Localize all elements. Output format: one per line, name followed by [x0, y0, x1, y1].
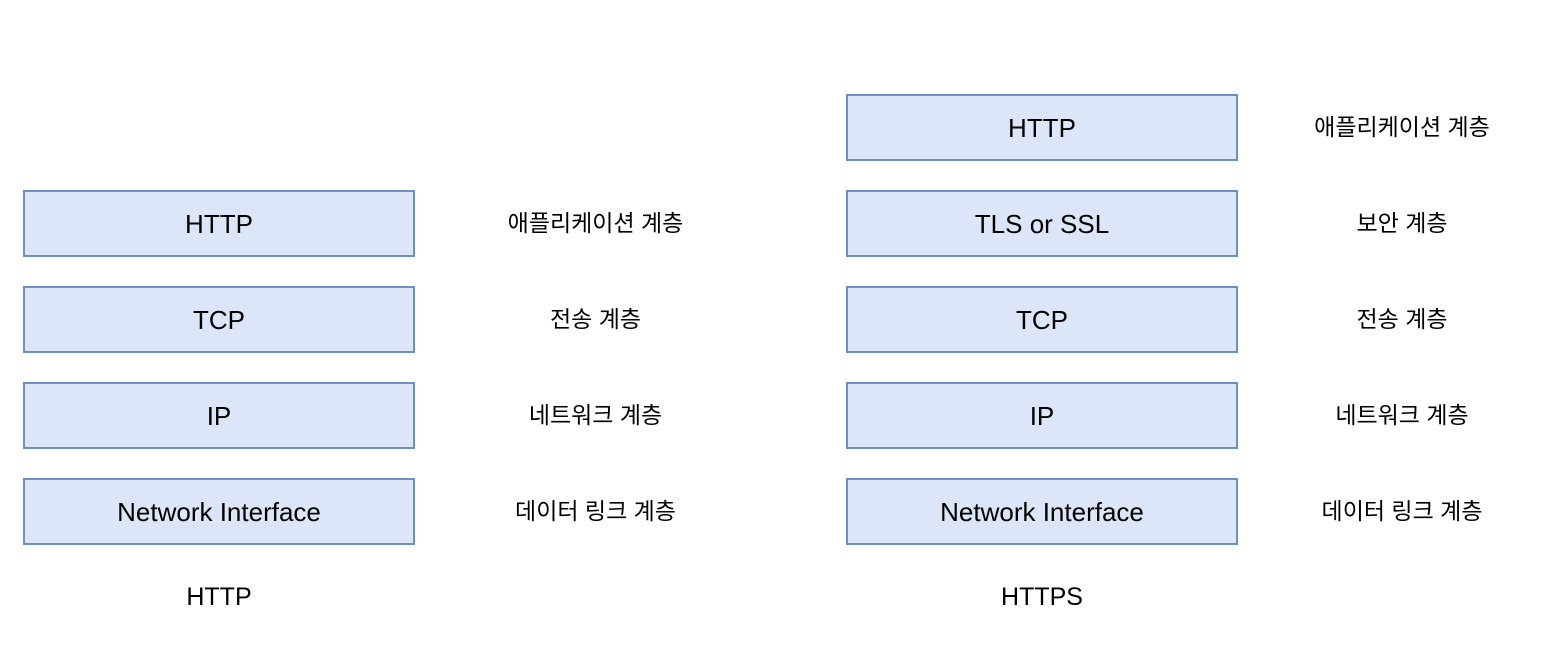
layer-box-http-transport: TCP — [23, 286, 415, 353]
layer-box-label: HTTP — [1008, 112, 1076, 143]
https-stack-caption: HTTPS — [846, 585, 1238, 610]
https-stack-boxes: HTTP TLS or SSL TCP IP Network Interface — [846, 94, 1238, 545]
layer-box-https-network: IP — [846, 382, 1238, 449]
layer-box-http-application: HTTP — [23, 190, 415, 257]
layer-name-https-application: 애플리케이션 계층 — [1246, 94, 1558, 161]
http-stack-boxes: HTTP TCP IP Network Interface — [23, 190, 415, 545]
caption-text: HTTPS — [1001, 583, 1083, 611]
layer-name-http-datalink: 데이터 링크 계층 — [423, 478, 768, 545]
layer-name-text: 데이터 링크 계층 — [515, 498, 676, 524]
layer-name-http-application: 애플리케이션 계층 — [423, 190, 768, 257]
layer-name-text: 네트워크 계층 — [1335, 402, 1469, 428]
layer-box-label: TLS or SSL — [974, 208, 1110, 239]
layer-box-https-datalink: Network Interface — [846, 478, 1238, 545]
layer-box-label: TCP — [193, 304, 245, 335]
layer-box-http-datalink: Network Interface — [23, 478, 415, 545]
layer-box-label: Network Interface — [940, 496, 1144, 527]
layer-box-label: IP — [1029, 400, 1055, 431]
layer-box-label: TCP — [1016, 304, 1068, 335]
layer-name-text: 애플리케이션 계층 — [507, 210, 684, 236]
layer-box-label: Network Interface — [117, 496, 321, 527]
layer-box-https-transport: TCP — [846, 286, 1238, 353]
layer-name-text: 보안 계층 — [1356, 210, 1448, 236]
layer-name-https-transport: 전송 계층 — [1246, 286, 1558, 353]
layer-name-http-network: 네트워크 계층 — [423, 382, 768, 449]
layer-box-https-application: HTTP — [846, 94, 1238, 161]
caption-text: HTTP — [186, 583, 252, 611]
layer-box-label: HTTP — [185, 208, 253, 239]
layer-name-https-security: 보안 계층 — [1246, 190, 1558, 257]
layer-name-https-datalink: 데이터 링크 계층 — [1246, 478, 1558, 545]
http-stack-layer-names: 애플리케이션 계층 전송 계층 네트워크 계층 데이터 링크 계층 — [423, 190, 768, 545]
layer-name-text: 네트워크 계층 — [528, 402, 663, 428]
https-stack-layer-names: 애플리케이션 계층 보안 계층 전송 계층 네트워크 계층 데이터 링크 계층 — [1246, 94, 1558, 545]
layer-name-text: 전송 계층 — [1356, 306, 1448, 332]
http-stack-caption: HTTP — [23, 585, 415, 610]
layer-box-label: IP — [206, 400, 232, 431]
layer-name-http-transport: 전송 계층 — [423, 286, 768, 353]
layer-name-text: 데이터 링크 계층 — [1321, 498, 1483, 524]
layer-name-https-network: 네트워크 계층 — [1246, 382, 1558, 449]
layer-name-text: 전송 계층 — [549, 306, 642, 332]
layer-box-http-network: IP — [23, 382, 415, 449]
layer-name-text: 애플리케이션 계층 — [1314, 114, 1490, 140]
layer-box-https-security: TLS or SSL — [846, 190, 1238, 257]
